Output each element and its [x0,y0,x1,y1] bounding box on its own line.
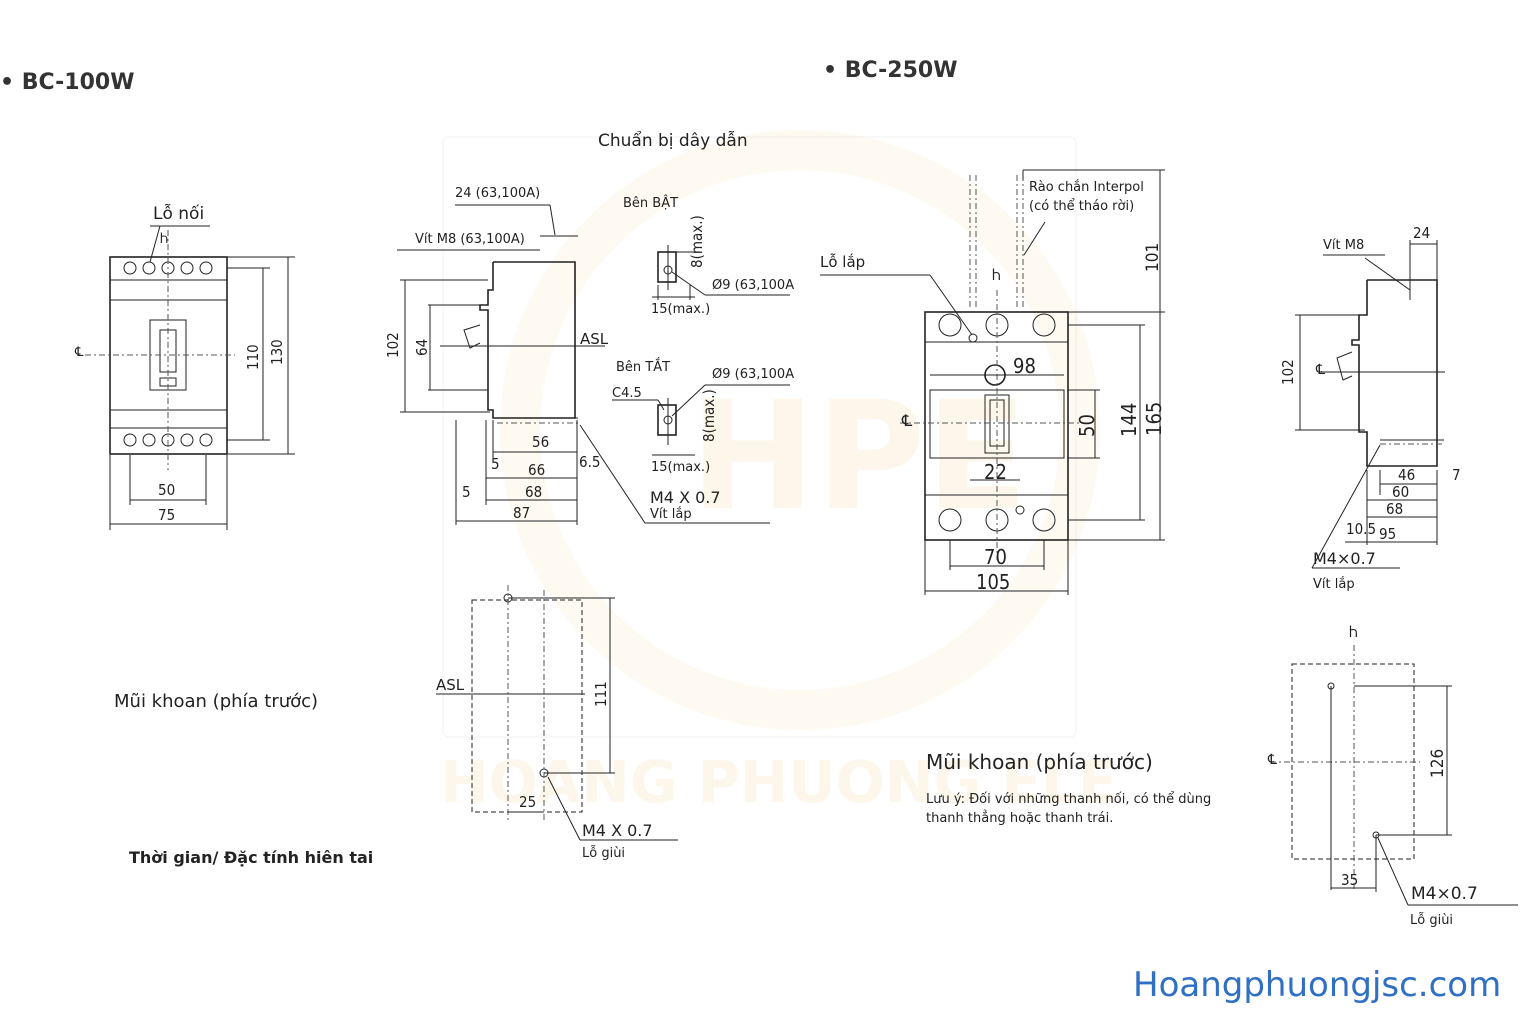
heading-bc100w: • BC-100W [0,70,135,95]
bc250-dim-50: 50 [1075,414,1099,437]
bc100-drill-screw: M4 X 0.7 [582,821,653,840]
bc250-screw-label: Vít M8 [1323,238,1365,253]
bc100-drill-title: Mũi khoan (phía trước) [114,691,319,712]
bc250-mount-label: Lỗ lắp [820,253,866,271]
watermark-company: HOANG PHUONG ELE [440,748,1118,816]
bc250-drill-screw-label: Lỗ giùi [1410,913,1454,928]
bc100-front-drawing [85,225,295,530]
website-link[interactable]: Hoangphuongjsc.com [1133,965,1502,1005]
bc250-side-cl-symbol: ℄ [1316,362,1325,378]
bc250-dim-46: 46 [1398,466,1416,484]
bc100-drill-screw-label: Lỗ giùi [582,846,626,861]
bc250-drill-drawing [1270,645,1518,906]
bc250-dim-105: 105 [976,570,1011,594]
bc250-dim-68: 68 [1386,500,1404,518]
bc250-dim-10-5: 10.5 [1346,520,1377,538]
bc100-dim-6-5: 6.5 [579,453,601,471]
bc100-side-drawing [397,204,770,525]
bc100-screw-label: Vít M8 (63,100A) [415,232,525,247]
bc100-dim-130: 130 [268,339,286,365]
bc100-dim-110: 110 [244,344,262,370]
bc250-drill-hl-symbol: Ⴙ [1349,625,1358,641]
bc100-width-24: 24 (63,100A) [455,186,541,201]
bc250-dim-98: 98 [1013,354,1036,378]
bc100-hl-symbol: Ⴙ [160,232,169,247]
bc250-dim-70: 70 [984,545,1007,569]
bc100-c45: C4.5 [612,386,642,401]
bc100-dim-68: 68 [525,483,543,501]
bc250-dim-22: 22 [984,460,1007,484]
bc100-dim-64: 64 [413,338,431,356]
bc100-dim-75: 75 [158,506,176,524]
bc250-dim-7: 7 [1452,466,1461,484]
bc100-max8-a: 8(max.) [688,215,706,268]
bc250-note-line1: Lưu ý: Đối với những thanh nối, có thể d… [926,792,1212,807]
watermark-logo: HPE [690,370,1028,544]
bc100-drill-dim-111: 111 [592,681,610,707]
bc100-drill-dim-25: 25 [519,793,537,811]
bc100-mount-screw: M4 X 0.7 [650,488,721,507]
bc100-dim-5a: 5 [491,455,500,473]
bc100-on-side-label: Bên BẬT [623,196,679,211]
bc100-dim-56: 56 [532,433,550,451]
bc250-drill-title: Mũi khoan (phía trước) [926,750,1153,774]
bc100-dim-102: 102 [384,332,402,358]
bc100-section-title: Thời gian/ Đặc tính hiên tai [129,848,374,867]
bc100-max15-b: 15(max.) [651,460,711,475]
bc250-dim-95: 95 [1379,525,1397,543]
bc100-drill-asl: ASL [436,676,465,694]
bc250-side-drawing [1295,240,1445,569]
bc250-barrier-label: Rào chắn Interpol [1029,180,1144,195]
bc100-asl-label: ASL [580,330,609,348]
bc250-drill-dim-126: 126 [1428,748,1448,778]
bc250-hl-symbol: Ⴙ [992,268,1001,284]
bc250-dim-165: 165 [1142,401,1166,436]
bc100-off-side-label: Bên TẮT [616,360,671,375]
bc250-mount-screw: M4×0.7 [1313,549,1376,568]
bc250-centerline-symbol: ℄ [902,411,913,430]
bc250-front-drawing [820,169,1165,595]
heading-bc250w: • BC-250W [823,58,958,83]
bc250-note-line2: thanh thẳng hoặc thanh trái. [926,811,1114,826]
bc250-dim-24: 24 [1413,224,1431,242]
bc100-max15-a: 15(max.) [651,302,711,317]
bc100-drill-drawing [436,585,678,841]
bc100-wire-prep-title: Chuẩn bị dây dẫn [598,131,748,151]
bc250-drill-screw: M4×0.7 [1411,884,1478,904]
bc100-mount-screw-label: Vít lắp [650,507,692,522]
bc100-hole-label: Lỗ nối [153,204,205,224]
bc100-dim-50: 50 [158,481,176,499]
bc100-dim-66: 66 [528,461,546,479]
bc250-mount-screw-label: Vít lắp [1313,577,1355,592]
bc250-barrier-sub: (có thể tháo rời) [1029,199,1135,214]
bc100-dia9-a: Ø9 (63,100A [712,278,795,293]
bc100-centerline-symbol: ℄ [75,345,84,360]
bc250-drill-cl-symbol: ℄ [1268,752,1277,768]
bc250-dim-101: 101 [1143,242,1163,272]
bc250-drill-dim-35: 35 [1341,871,1359,889]
bc250-dim-60: 60 [1392,483,1410,501]
bc100-dim-5b: 5 [462,483,471,501]
bc250-dim-144: 144 [1117,402,1141,437]
bc100-dia9-b: Ø9 (63,100A [712,367,795,382]
bc100-max8-b: 8(max.) [700,389,718,442]
bc250-dim-102: 102 [1279,359,1297,385]
bc100-terminal-drawing [612,245,790,456]
bc100-dim-87: 87 [513,504,531,522]
